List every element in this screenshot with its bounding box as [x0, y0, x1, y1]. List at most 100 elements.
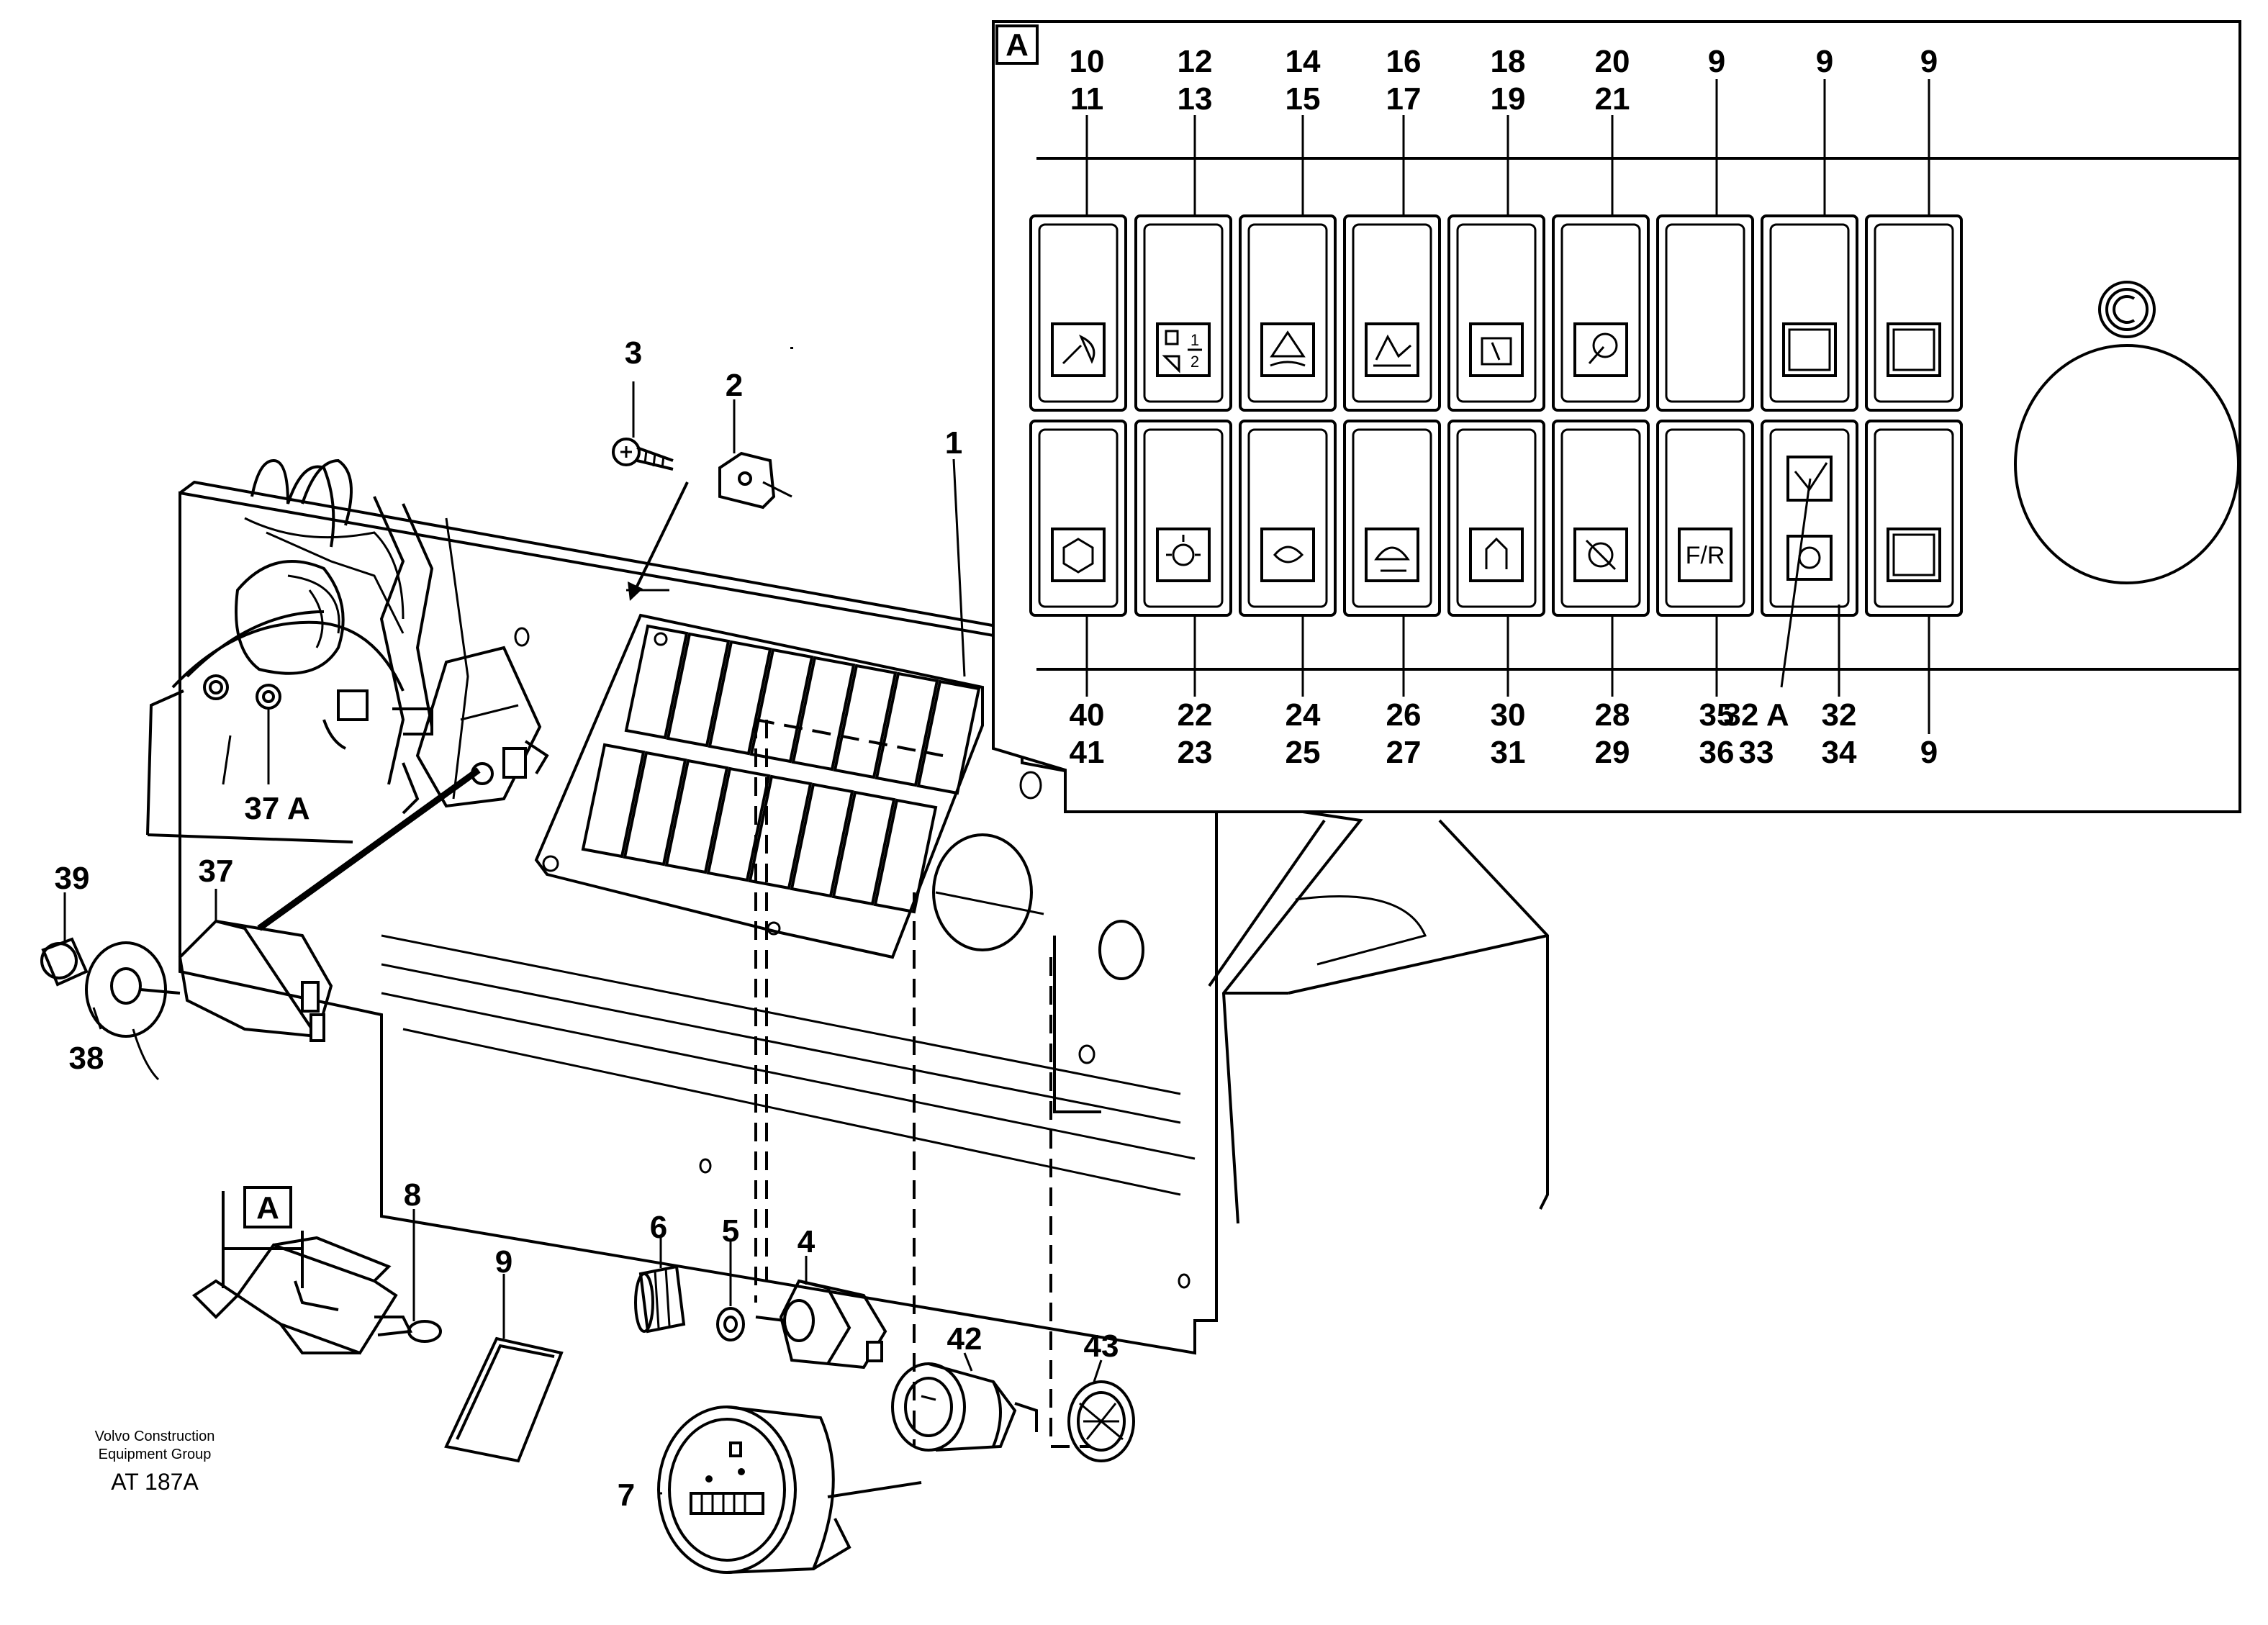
- blank-glyph: [1892, 328, 1935, 371]
- rocker-switch-assembly: A: [191, 1186, 442, 1355]
- switch-bezel: [1343, 214, 1441, 412]
- switch-rocker: [1143, 223, 1224, 403]
- top-label-line: 10: [1070, 44, 1105, 79]
- rect-icon: [1469, 322, 1524, 377]
- callout-6: 6: [650, 1210, 667, 1245]
- top-label-line: 16: [1386, 44, 1422, 79]
- switch-rocker: [1247, 428, 1328, 608]
- plate-slot: [706, 766, 771, 882]
- angle-glyph: [1162, 355, 1180, 374]
- top-label-line: 12: [1178, 44, 1213, 79]
- fraction-bottom: 2: [1191, 353, 1199, 371]
- company-line-1: Volvo Construction: [95, 1429, 215, 1444]
- rotary-switch-parts: [634, 1238, 887, 1370]
- switch-bottom-4: [1447, 420, 1545, 617]
- plate-slot: [833, 664, 898, 779]
- switch-rocker: [1769, 223, 1850, 403]
- bottom-label-line: 32 A: [1723, 697, 1789, 733]
- wiper-glyph: [1062, 334, 1095, 365]
- callout-8: 8: [404, 1177, 421, 1213]
- plate-slot: [790, 782, 854, 898]
- plate-slot: [748, 774, 813, 890]
- callout-7: 7: [618, 1477, 635, 1513]
- company-line-2: Equipment Group: [99, 1447, 212, 1462]
- tri-icon: [1260, 322, 1315, 377]
- knob-crescent-icon: [2113, 295, 2136, 324]
- switch-bottom-2: [1239, 420, 1337, 617]
- top-label-line: 9: [1920, 44, 1938, 79]
- switch-top-1: 12: [1134, 214, 1232, 412]
- beacon-glyph: [1588, 332, 1618, 364]
- switch-bezel: [1865, 214, 1963, 412]
- plate-slot: [666, 632, 731, 748]
- switch-bezel: [1239, 214, 1337, 412]
- top-label-line: 20: [1595, 44, 1630, 79]
- switch-bottom-extra-9: [1865, 420, 1963, 617]
- switch-top-0: [1029, 214, 1127, 412]
- wiper-washer-icon: [1786, 456, 1833, 502]
- switch-top-5: [1552, 214, 1650, 412]
- inset-tag-box: [995, 24, 1039, 65]
- switch-rocker: [1665, 223, 1745, 403]
- top-label-7: 9: [1816, 44, 1833, 216]
- bulb-icon: [1156, 528, 1211, 582]
- fraction-top: 1: [1191, 331, 1199, 349]
- switch-rocker: [1247, 223, 1328, 403]
- cog-glyph: [1588, 542, 1614, 568]
- bottom-label-line: 31: [1491, 735, 1526, 770]
- plate-slot: [875, 671, 939, 787]
- switch-rocker: [1456, 428, 1537, 608]
- switch-rocker: [1143, 428, 1224, 608]
- inset-tag: A: [1006, 27, 1029, 63]
- bottom-label-line: 27: [1386, 735, 1422, 770]
- switch-rocker: [1874, 223, 1954, 403]
- callout-3: 3: [625, 335, 642, 371]
- bottom-label-9: 9: [1920, 615, 1938, 770]
- inset-switch-grid: 12F/R: [1029, 214, 1963, 617]
- headlamp-glyph: [1273, 546, 1304, 563]
- switch-top-7: [1761, 214, 1858, 412]
- window-glyph: [1481, 337, 1512, 366]
- switch-bezel: [1761, 214, 1858, 412]
- bottom-label-7: 32 A33: [1723, 697, 1789, 770]
- switch-bezel: [1029, 420, 1127, 617]
- switch-top-8: [1865, 214, 1963, 412]
- bottom-label-line: 33: [1739, 735, 1774, 770]
- bottom-label-line: 41: [1070, 735, 1105, 770]
- callout-numbers: 1 2 3 4 5 6 7 8 9 37 37 A 38 39 42 43: [55, 335, 1119, 1513]
- callout-42: 42: [947, 1321, 982, 1357]
- switch-plate: [534, 613, 984, 959]
- top-label-line: 9: [1708, 44, 1725, 79]
- plate-slot: [581, 743, 646, 859]
- plate-slot: [831, 790, 896, 906]
- plate-slot: [708, 640, 772, 756]
- switch-top-3: [1343, 214, 1441, 412]
- rear-light-icon: [1786, 535, 1833, 581]
- wiper-icon: [1051, 322, 1106, 377]
- top-label-line: 21: [1595, 81, 1630, 117]
- switch-rocker: [1352, 428, 1432, 608]
- cog-slash: [1585, 539, 1617, 571]
- fr-icon: [1678, 528, 1732, 582]
- disk-icon: [1573, 322, 1628, 377]
- top-label-line: 11: [1070, 81, 1104, 117]
- switch-bottom-6: F/R: [1656, 420, 1754, 617]
- cab-light-glyph: [1485, 537, 1508, 569]
- bottom-label-line: 24: [1286, 697, 1321, 733]
- lock-glyph: [1165, 330, 1179, 345]
- switch-bezel: [1343, 420, 1441, 617]
- switch-rocker: [1560, 223, 1641, 403]
- callout-39: 39: [55, 861, 90, 896]
- drawing-footer: Volvo Construction Equipment Group AT 18…: [95, 1429, 215, 1495]
- box-icon: [1887, 528, 1941, 582]
- top-label-line: 18: [1491, 44, 1526, 79]
- screw-part: [612, 381, 674, 471]
- bulb-rays: [1166, 535, 1201, 556]
